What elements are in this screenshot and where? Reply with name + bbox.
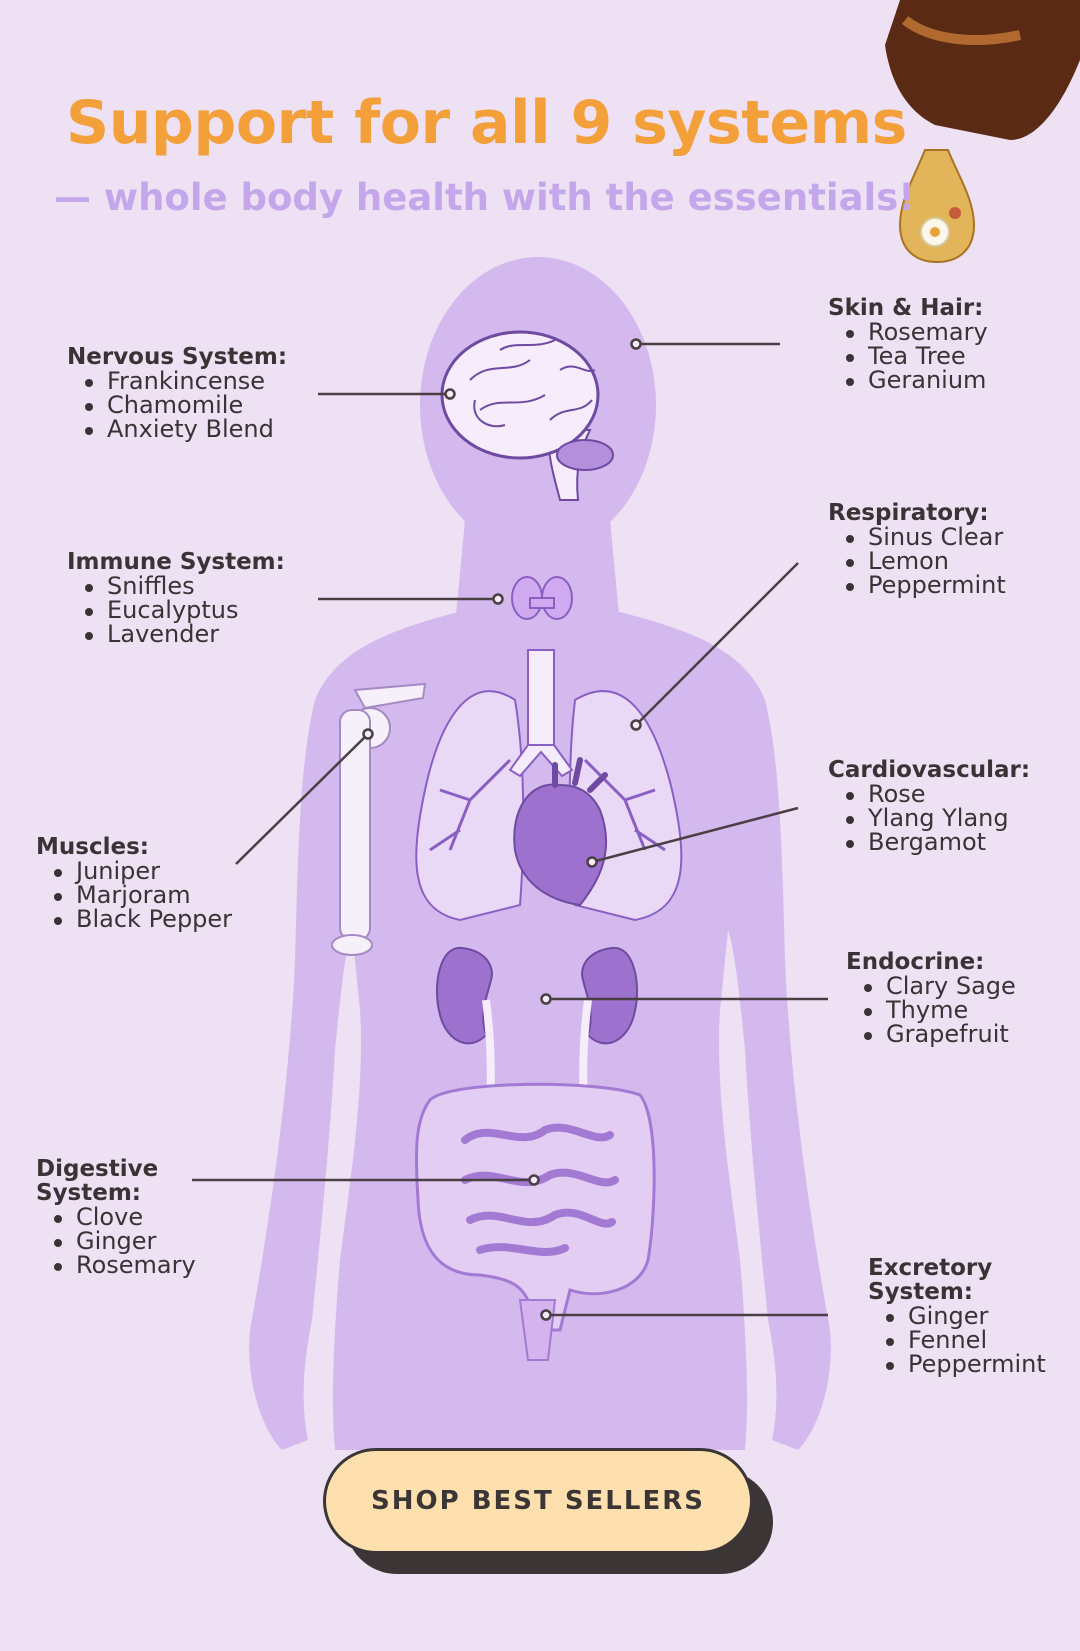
list-item: Marjoram: [36, 883, 232, 907]
connector-lines: [192, 342, 828, 1317]
intestines-illustration: [414, 1082, 656, 1361]
list-item: Clary Sage: [846, 974, 1016, 998]
heart-illustration: [513, 757, 608, 907]
system-immune: Immune System: Sniffles Eucalyptus Laven…: [67, 550, 285, 646]
system-title: Respiratory:: [828, 500, 989, 526]
list-item: Juniper: [36, 859, 232, 883]
list-item: Peppermint: [828, 573, 1006, 597]
list-item: Black Pepper: [36, 907, 232, 931]
list-item: Rosemary: [36, 1253, 196, 1277]
system-title: Endocrine:: [846, 949, 985, 975]
list-item: Rosemary: [828, 320, 988, 344]
oil-list: Juniper Marjoram Black Pepper: [36, 859, 232, 931]
system-excretory: Excretory System: Ginger Fennel Peppermi…: [868, 1255, 1046, 1376]
list-item: Eucalyptus: [67, 598, 285, 622]
list-item: Ginger: [868, 1304, 1018, 1328]
system-respiratory: Respiratory: Sinus Clear Lemon Peppermin…: [828, 501, 1006, 597]
list-item: Lemon: [828, 549, 1006, 573]
list-item: Geranium: [828, 368, 988, 392]
system-nervous: Nervous System: Frankincense Chamomile A…: [67, 345, 287, 441]
list-item: Tea Tree: [828, 344, 988, 368]
system-endocrine: Endocrine: Clary Sage Thyme Grapefruit: [846, 950, 1016, 1046]
arm-bone-illustration: [331, 682, 427, 956]
list-item: Frankincense: [67, 369, 287, 393]
list-item: Lavender: [67, 622, 285, 646]
list-item: Rose: [828, 782, 1030, 806]
oil-list: Rosemary Tea Tree Geranium: [828, 320, 988, 392]
list-item: Sinus Clear: [828, 525, 1006, 549]
system-cardiovascular: Cardiovascular: Rose Ylang Ylang Bergamo…: [828, 758, 1030, 854]
oil-list: Rose Ylang Ylang Bergamot: [828, 782, 1030, 854]
system-title: Excretory System:: [868, 1255, 993, 1305]
list-item: Peppermint: [868, 1352, 1046, 1376]
list-item: Fennel: [868, 1328, 1018, 1352]
oil-list: Sniffles Eucalyptus Lavender: [67, 574, 285, 646]
brain-illustration: [440, 330, 614, 501]
connector-dots: [362, 338, 642, 1321]
system-muscles: Muscles: Juniper Marjoram Black Pepper: [36, 835, 232, 931]
oil-list: Sinus Clear Lemon Peppermint: [828, 525, 1006, 597]
list-item: Ginger: [36, 1229, 186, 1253]
list-item: Thyme: [846, 998, 1016, 1022]
oil-list: Clove Ginger Rosemary: [36, 1205, 196, 1277]
thyroid-illustration: [511, 576, 573, 620]
system-title: Cardiovascular:: [828, 757, 1031, 783]
oil-list: Clary Sage Thyme Grapefruit: [846, 974, 1016, 1046]
system-title: Skin & Hair:: [828, 295, 984, 321]
oil-list: Frankincense Chamomile Anxiety Blend: [67, 369, 287, 441]
system-title: Nervous System:: [67, 344, 288, 370]
list-item: Bergamot: [828, 830, 1030, 854]
list-item: Chamomile: [67, 393, 287, 417]
system-digestive: Digestive System: Clove Ginger Rosemary: [36, 1156, 196, 1277]
system-title: Immune System:: [67, 549, 285, 575]
page-title: Support for all 9 systems: [66, 88, 907, 158]
system-title: Digestive System:: [36, 1156, 159, 1206]
system-skin-hair: Skin & Hair: Rosemary Tea Tree Geranium: [828, 296, 988, 392]
dropper-bottle-illustration: [885, 0, 1080, 264]
body-silhouette: [249, 257, 831, 1450]
list-item: Anxiety Blend: [67, 417, 287, 441]
list-item: Ylang Ylang: [828, 806, 1030, 830]
system-title: Muscles:: [36, 834, 149, 860]
list-item: Clove: [36, 1205, 186, 1229]
list-item: Sniffles: [67, 574, 285, 598]
list-item: Grapefruit: [846, 1022, 1016, 1046]
oil-list: Ginger Fennel Peppermint: [868, 1304, 1046, 1376]
page-subtitle: — whole body health with the essentials!: [54, 176, 916, 219]
shop-best-sellers-button[interactable]: SHOP BEST SELLERS: [323, 1448, 753, 1554]
